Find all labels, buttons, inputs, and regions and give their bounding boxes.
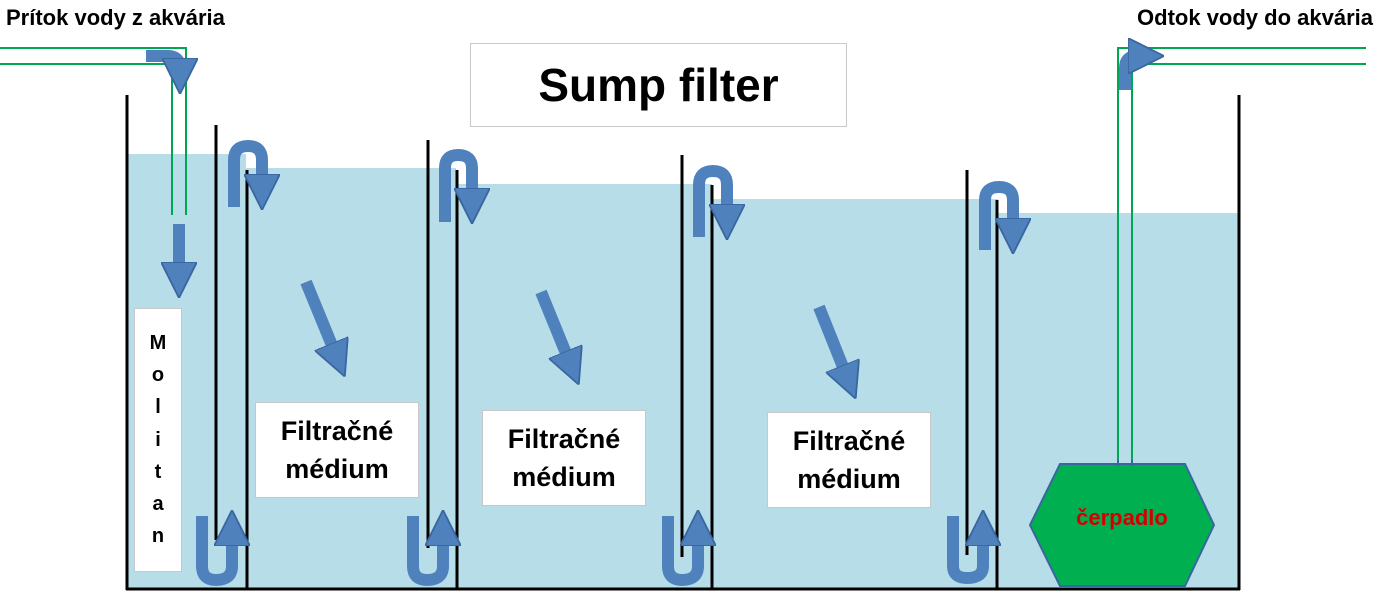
sponge-label-letter: o xyxy=(151,364,165,387)
sponge-label-letter: a xyxy=(152,492,164,515)
flow-arrows xyxy=(146,50,1146,587)
pump-icon xyxy=(1028,463,1216,587)
water-chamber-2 xyxy=(246,168,456,588)
filter-media-line2: médium xyxy=(512,462,616,492)
diagonal-arrow-3 xyxy=(813,304,849,382)
filter-media-box-2: Filtračné médium xyxy=(482,410,646,506)
diagonal-arrow-2 xyxy=(535,289,572,368)
filter-media-box-3: Filtračné médium xyxy=(767,412,931,508)
inlet-bend-arrow xyxy=(146,50,180,76)
u-turn-over-4 xyxy=(979,180,1013,250)
filter-media-line2: médium xyxy=(797,464,901,494)
filter-media-line1: Filtračné xyxy=(507,424,621,454)
u-turn-over-1 xyxy=(228,139,262,207)
u-turn-under-3 xyxy=(662,516,698,587)
outlet-bend-arrow xyxy=(1119,56,1146,90)
u-turn-under-2 xyxy=(407,516,443,587)
diagonal-arrow-1 xyxy=(300,279,338,360)
u-turn-under-1 xyxy=(196,516,232,587)
filter-media-box-1: Filtračné médium xyxy=(255,402,419,498)
outflow-label: Odtok vody do akvária xyxy=(1137,5,1373,30)
filter-media-line2: médium xyxy=(285,454,389,484)
sponge-label-letter: M xyxy=(149,332,167,355)
u-turn-under-4 xyxy=(947,516,983,585)
inflow-label: Prítok vody z akvária xyxy=(6,5,225,30)
sponge-label-letter: t xyxy=(154,460,162,483)
sponge-label-letter: i xyxy=(155,428,161,451)
u-turn-over-3 xyxy=(693,164,727,237)
title-text: Sump filter xyxy=(538,59,779,111)
sponge-label-letter: n xyxy=(151,524,165,547)
sponge-label-letter: l xyxy=(155,396,161,419)
filter-media-line1: Filtračné xyxy=(792,426,906,456)
diagram-title: Sump filter xyxy=(470,43,847,127)
filter-media-line1: Filtračné xyxy=(280,416,394,446)
pump-label: čerpadlo xyxy=(1076,505,1168,530)
u-turn-over-2 xyxy=(439,148,472,222)
